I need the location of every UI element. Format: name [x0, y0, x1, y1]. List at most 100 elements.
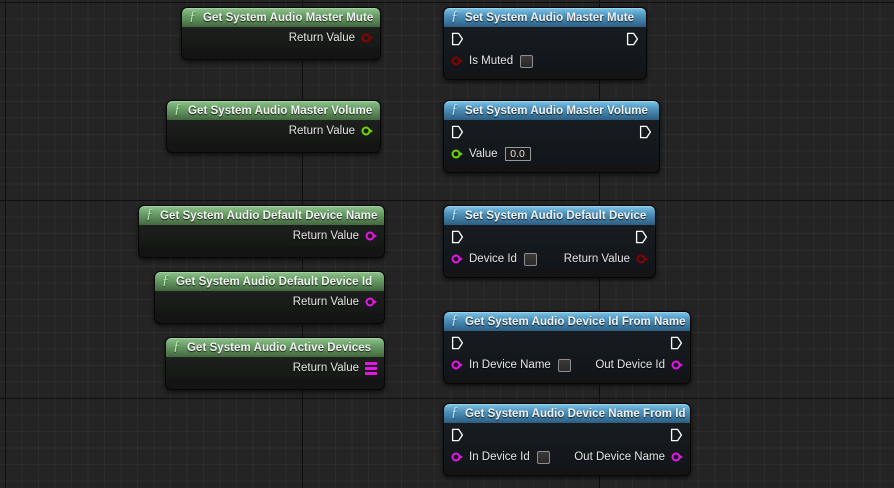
output-pin-out-device-id[interactable]: Out Device Id: [595, 359, 683, 371]
pin-row: In Device Id Out Device Name: [444, 446, 690, 468]
node-body-set-system-audio-master-volume: Value 0.0: [444, 120, 659, 165]
pin-row: Return Value: [166, 357, 384, 379]
pin-row: Return Value: [182, 27, 380, 49]
function-icon: ƒ: [451, 313, 458, 328]
output-pin-return-value[interactable]: Return Value: [289, 125, 373, 137]
node-body-set-system-audio-default-device: Device Id Return Value: [444, 225, 655, 270]
pin-label: In Device Id: [469, 451, 530, 463]
node-title: Set System Audio Master Volume: [465, 104, 648, 117]
pin-glyph-string[interactable]: [671, 359, 683, 371]
pin-row: Device Id Return Value: [444, 248, 655, 270]
exec-output-pin[interactable]: [639, 125, 652, 139]
pin-row: Is Muted: [444, 50, 646, 72]
node-title: Get System Audio Active Devices: [187, 341, 372, 354]
get-system-audio-device-name-from-id-in-device-id-checkbox[interactable]: [536, 450, 550, 464]
pin-glyph-string[interactable]: [365, 230, 377, 242]
function-icon: ƒ: [146, 207, 153, 222]
pin-row: Return Value: [155, 291, 384, 313]
pin-label: Device Id: [469, 253, 517, 265]
exec-input-pin[interactable]: [451, 336, 464, 350]
pin-glyph-float[interactable]: [451, 148, 463, 160]
pin-glyph-boolean[interactable]: [361, 32, 373, 44]
node-title: Get System Audio Default Device Id: [176, 275, 373, 288]
output-pin-return-value[interactable]: Return Value: [293, 230, 377, 242]
node-body-get-system-audio-default-device-id: Return Value: [155, 291, 384, 313]
pin-label: Return Value: [288, 32, 355, 44]
pin-label: Return Value: [292, 230, 359, 242]
node-header-set-system-audio-master-volume[interactable]: ƒ Set System Audio Master Volume: [444, 101, 659, 120]
function-icon: ƒ: [451, 405, 458, 420]
function-icon: ƒ: [162, 273, 169, 288]
pin-glyph-string[interactable]: [365, 296, 377, 308]
pin-glyph-string[interactable]: [451, 451, 463, 463]
exec-input-pin[interactable]: [451, 125, 464, 139]
function-icon: ƒ: [451, 102, 458, 117]
exec-output-pin[interactable]: [626, 32, 639, 46]
node-body-get-system-audio-master-mute: Return Value: [182, 27, 380, 49]
pin-label: In Device Name: [469, 359, 551, 371]
pin-glyph-string[interactable]: [671, 451, 683, 463]
function-icon: ƒ: [174, 102, 181, 117]
set-system-audio-default-device-device-id-checkbox[interactable]: [523, 252, 537, 266]
pin-label: Return Value: [288, 125, 355, 137]
pin-glyph-float[interactable]: [361, 125, 373, 137]
input-pin-is-muted[interactable]: Is Muted: [451, 54, 534, 68]
output-pin-return-value[interactable]: Return Value: [564, 253, 648, 265]
set-system-audio-master-volume-value-input[interactable]: 0.0: [504, 147, 531, 161]
pin-label: Is Muted: [469, 55, 514, 67]
input-pin-value[interactable]: Value 0.0: [451, 147, 531, 161]
node-header-get-system-audio-default-device-name[interactable]: ƒ Get System Audio Default Device Name: [139, 206, 384, 225]
node-header-get-system-audio-master-volume[interactable]: ƒ Get System Audio Master Volume: [167, 101, 380, 120]
node-title: Get System Audio Default Device Name: [160, 209, 378, 222]
node-header-get-system-audio-device-name-from-id[interactable]: ƒ Get System Audio Device Name From Id: [444, 404, 690, 423]
output-pin-return-value[interactable]: Return Value: [293, 296, 377, 308]
pin-label: Out Device Name: [574, 451, 665, 463]
output-pin-return-value[interactable]: Return Value: [293, 361, 377, 375]
exec-output-pin[interactable]: [635, 230, 648, 244]
pin-label: Return Value: [292, 296, 359, 308]
node-get-system-audio-default-device-id[interactable]: ƒ Get System Audio Default Device Id Retur…: [154, 271, 385, 324]
node-title: Get System Audio Master Volume: [188, 104, 373, 117]
pin-glyph-string[interactable]: [451, 253, 463, 265]
get-system-audio-device-id-from-name-in-device-name-checkbox[interactable]: [557, 358, 571, 372]
input-pin-in-device-name[interactable]: In Device Name: [451, 358, 571, 372]
pin-label: Out Device Id: [595, 359, 665, 371]
input-pin-device-id[interactable]: Device Id: [451, 252, 537, 266]
exec-input-pin[interactable]: [451, 428, 464, 442]
node-title: Set System Audio Default Device: [465, 209, 647, 222]
node-header-get-system-audio-default-device-id[interactable]: ƒ Get System Audio Default Device Id: [155, 272, 384, 291]
pin-glyph-string[interactable]: [451, 359, 463, 371]
exec-output-pin[interactable]: [670, 428, 683, 442]
set-system-audio-master-mute-is-muted-checkbox[interactable]: [520, 54, 534, 68]
exec-pin-row: [444, 331, 690, 354]
node-body-get-system-audio-master-volume: Return Value: [167, 120, 380, 142]
node-body-get-system-audio-device-id-from-name: In Device Name Out Device Id: [444, 331, 690, 376]
output-pin-out-device-name[interactable]: Out Device Name: [574, 451, 683, 463]
input-pin-in-device-id[interactable]: In Device Id: [451, 450, 550, 464]
exec-pin-row: [444, 423, 690, 446]
node-title: Get System Audio Device Name From Id: [465, 407, 686, 420]
exec-input-pin[interactable]: [451, 32, 464, 46]
exec-input-pin[interactable]: [451, 230, 464, 244]
pin-glyph-string-array[interactable]: [365, 361, 377, 375]
node-get-system-audio-device-name-from-id[interactable]: ƒ Get System Audio Device Name From Id In …: [443, 403, 691, 476]
pin-glyph-boolean[interactable]: [451, 55, 463, 67]
pin-glyph-boolean[interactable]: [636, 253, 648, 265]
pin-label: Value: [469, 148, 498, 160]
output-pin-return-value[interactable]: Return Value: [289, 32, 373, 44]
exec-output-pin[interactable]: [670, 336, 683, 350]
